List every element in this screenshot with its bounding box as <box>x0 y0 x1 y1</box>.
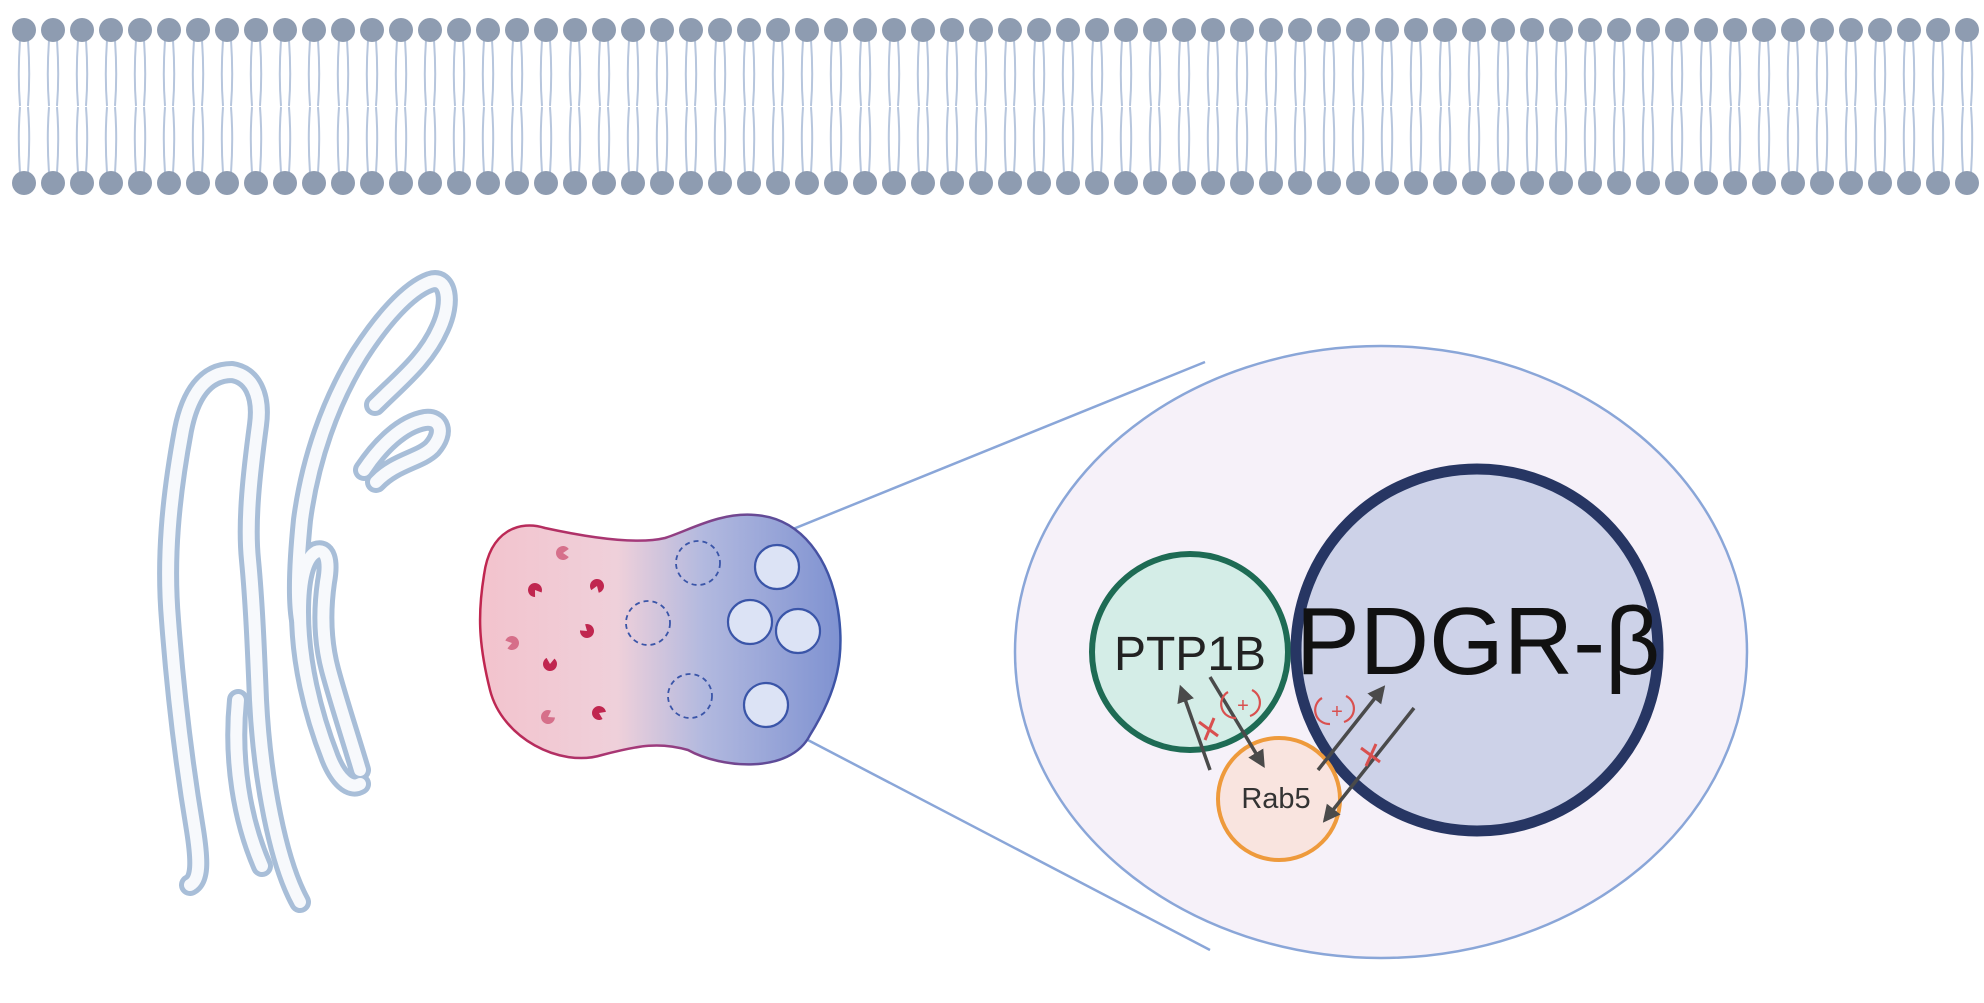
intraluminal-vesicles <box>726 543 822 729</box>
endosome-icon <box>478 513 842 766</box>
ptp1b-node <box>1089 551 1291 753</box>
activation-arrow-icon <box>1322 706 1416 823</box>
rab5-pdgr-arrows <box>1316 685 1416 823</box>
ptp1b-label: PTP1B <box>1114 628 1266 681</box>
rab5-label: Rab5 <box>1241 783 1310 815</box>
zoomed-endosome-view: PTP1B PDGR-β Rab5 + + <box>1013 344 1749 960</box>
plus-sign-ptp1b: + <box>1237 695 1249 717</box>
budding-vesicles <box>625 540 721 719</box>
ptp1b-circle <box>1089 551 1291 753</box>
positive-regulation-icon: + <box>1314 695 1356 726</box>
activation-arrow-icon <box>1316 685 1386 772</box>
activation-arrow-icon <box>1208 676 1265 768</box>
inhibition-cross-icon <box>1198 717 1219 741</box>
activation-arrow-icon <box>1177 684 1212 771</box>
lipid-bilayer-icon <box>12 18 1979 195</box>
ptp1b-rab5-arrows <box>1177 676 1265 771</box>
plus-sign-pdgr: + <box>1331 701 1343 723</box>
cargo-dots <box>505 546 606 724</box>
pdgr-label: PDGR-β <box>1296 588 1661 695</box>
golgi-apparatus-icon <box>157 270 458 913</box>
inhibition-cross-icon <box>1360 743 1381 767</box>
positive-regulation-icon: + <box>1220 689 1262 720</box>
